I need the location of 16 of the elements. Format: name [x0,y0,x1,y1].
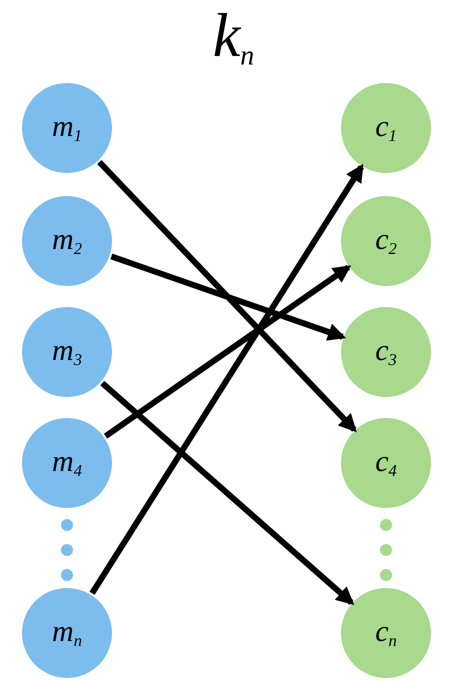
node-label: c$_{n}$ [375,616,397,650]
node-label: c$_{3}$ [375,336,397,368]
node-label: c$_{4}$ [375,446,397,480]
node-label: c$_{1}$ [375,112,397,144]
arrow [104,264,352,439]
node-label: m$_{2}$ [52,224,82,258]
node-label: c$_{2}$ [375,224,397,258]
node-label: m$_{1}$ [52,112,82,144]
node-label: m$_{3}$ [52,336,82,368]
node-label: m$_{4}$ [52,446,82,480]
title: k$_{n}$ [212,2,256,72]
arrow [100,380,354,605]
arrow [90,164,364,595]
arrow [110,254,346,341]
arrow [97,160,357,432]
node-label: m$_{n}$ [52,616,82,650]
